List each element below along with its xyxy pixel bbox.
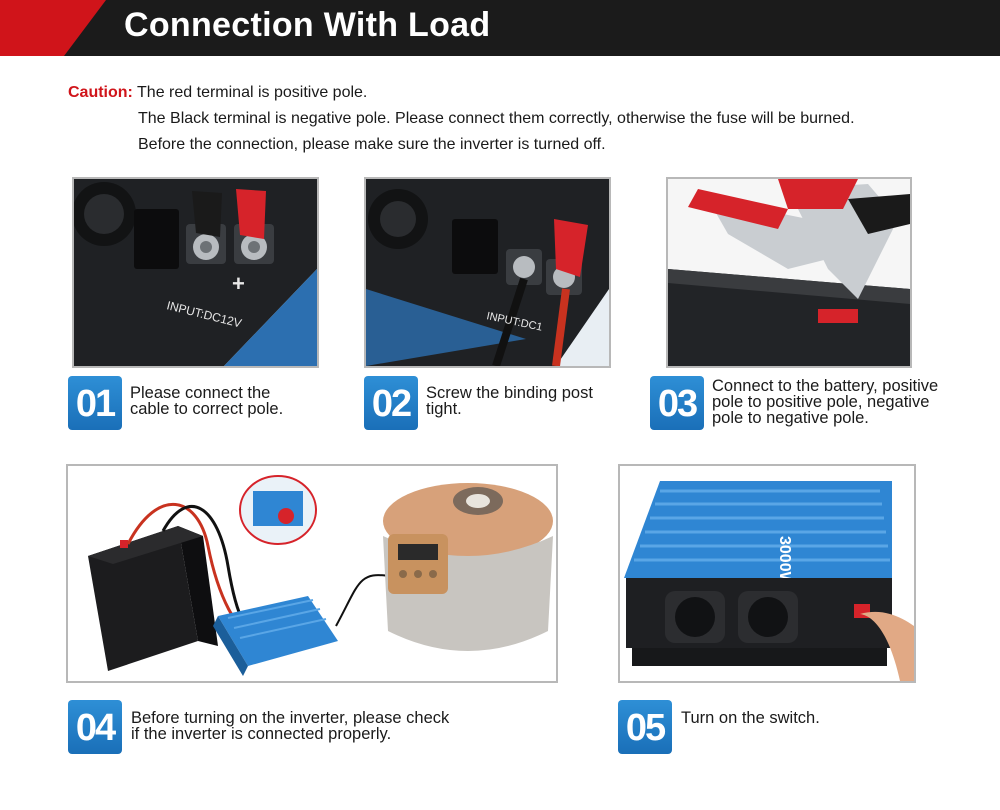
step-badge-01: 01: [68, 376, 122, 430]
caution-line-2: The Black terminal is negative pole. Ple…: [138, 110, 855, 127]
step-03-line-1: Connect to the battery, positive: [712, 377, 939, 395]
caution-line-3: Before the connection, please make sure …: [138, 136, 606, 153]
inverter-terminal-photo: INPUT:DC12V +: [74, 179, 317, 366]
caution-block: Caution: The red terminal is positive po…: [68, 80, 855, 153]
step-text-03: Connect to the battery, positive pole to…: [712, 377, 939, 427]
caution-text-1: The red terminal is positive pole.: [137, 84, 368, 101]
inverter-switch-photo: 3000W: [620, 466, 914, 681]
step-badge-02: 02: [364, 376, 418, 430]
photo-step-4: [66, 464, 558, 683]
step-01-line-2: cable to correct pole.: [130, 400, 284, 418]
page-title: Connection With Load: [124, 6, 491, 44]
caution-label: Caution:: [68, 84, 133, 101]
step-04-line-1: Before turning on the inverter, please c…: [131, 709, 450, 727]
load-connection-photo: [68, 466, 556, 681]
header-red-accent: [0, 0, 64, 56]
step-text-01: Please connect the cable to correct pole…: [130, 384, 284, 418]
photo-step-2: INPUT:DC1: [364, 177, 611, 368]
photo-step-5: 3000W: [618, 464, 916, 683]
step-badge-03: 03: [650, 376, 704, 430]
battery-clamp-photo: [668, 179, 910, 366]
step-05-line-1: Turn on the switch.: [681, 709, 820, 727]
step-text-05: Turn on the switch.: [681, 709, 820, 727]
header-red-accent-tip: [64, 0, 106, 56]
photo-label-brand: 3000W: [776, 536, 793, 588]
step-02-line-1: Screw the binding post: [426, 384, 593, 402]
binding-post-photo: INPUT:DC1: [366, 179, 609, 366]
step-01-line-1: Please connect the: [130, 384, 271, 402]
header-banner: Connection With Load: [0, 0, 1000, 56]
step-text-04: Before turning on the inverter, please c…: [131, 709, 450, 743]
photo-step-3: [666, 177, 912, 368]
step-badge-05: 05: [618, 700, 672, 754]
step-04-line-2: if the inverter is connected properly.: [131, 725, 392, 743]
step-02-line-2: tight.: [426, 400, 462, 418]
step-text-02: Screw the binding post tight.: [426, 384, 593, 418]
step-03-line-2: pole to positive pole, negative: [712, 393, 930, 411]
photo-step-1: INPUT:DC12V +: [72, 177, 319, 368]
step-03-line-3: pole to negative pole.: [712, 409, 869, 427]
step-badge-04: 04: [68, 700, 122, 754]
svg-text:+: +: [232, 271, 245, 296]
caution-line-1: Caution: The red terminal is positive po…: [68, 80, 367, 106]
